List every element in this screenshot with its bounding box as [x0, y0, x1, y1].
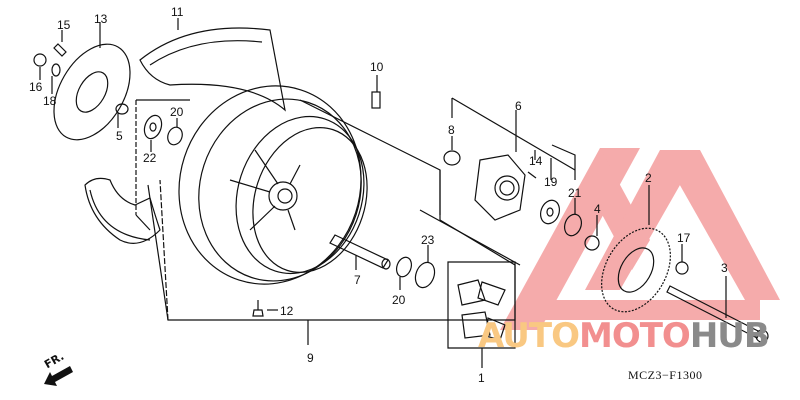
callout-1: 1 — [478, 371, 485, 385]
diagram-code: MCZ3−F1300 — [628, 368, 703, 382]
watermark-moto: MOTO — [578, 316, 691, 356]
callout-15: 15 — [57, 18, 71, 32]
callout-6: 6 — [515, 99, 522, 113]
callout-11: 11 — [171, 5, 184, 19]
callout-20-b: 20 — [392, 293, 406, 307]
callout-21: 21 — [568, 186, 582, 200]
callout-13: 13 — [94, 12, 108, 26]
callout-9: 9 — [307, 351, 314, 365]
callout-23: 23 — [421, 233, 435, 247]
callout-10: 10 — [370, 60, 384, 74]
callout-22: 22 — [143, 151, 157, 165]
callout-8: 8 — [448, 123, 455, 137]
callout-3: 3 — [721, 261, 728, 275]
watermark-logo-icon — [500, 148, 780, 330]
callout-7: 7 — [354, 273, 361, 287]
callout-20: 20 — [170, 105, 184, 119]
callout-2: 2 — [645, 171, 652, 185]
callout-19: 19 — [544, 175, 558, 189]
watermark-hub: HUB — [689, 316, 770, 356]
callout-12: 12 — [280, 304, 294, 318]
callout-16: 16 — [29, 80, 43, 94]
watermark-auto: AUTO — [478, 316, 580, 356]
callout-14: 14 — [529, 154, 543, 168]
front-direction-arrow-icon — [44, 366, 73, 386]
callout-5: 5 — [116, 129, 123, 143]
callout-17: 17 — [677, 231, 691, 245]
callout-4: 4 — [594, 202, 601, 216]
callout-18: 18 — [43, 94, 57, 108]
watermark: AUTOMOTOHUB — [478, 316, 770, 356]
